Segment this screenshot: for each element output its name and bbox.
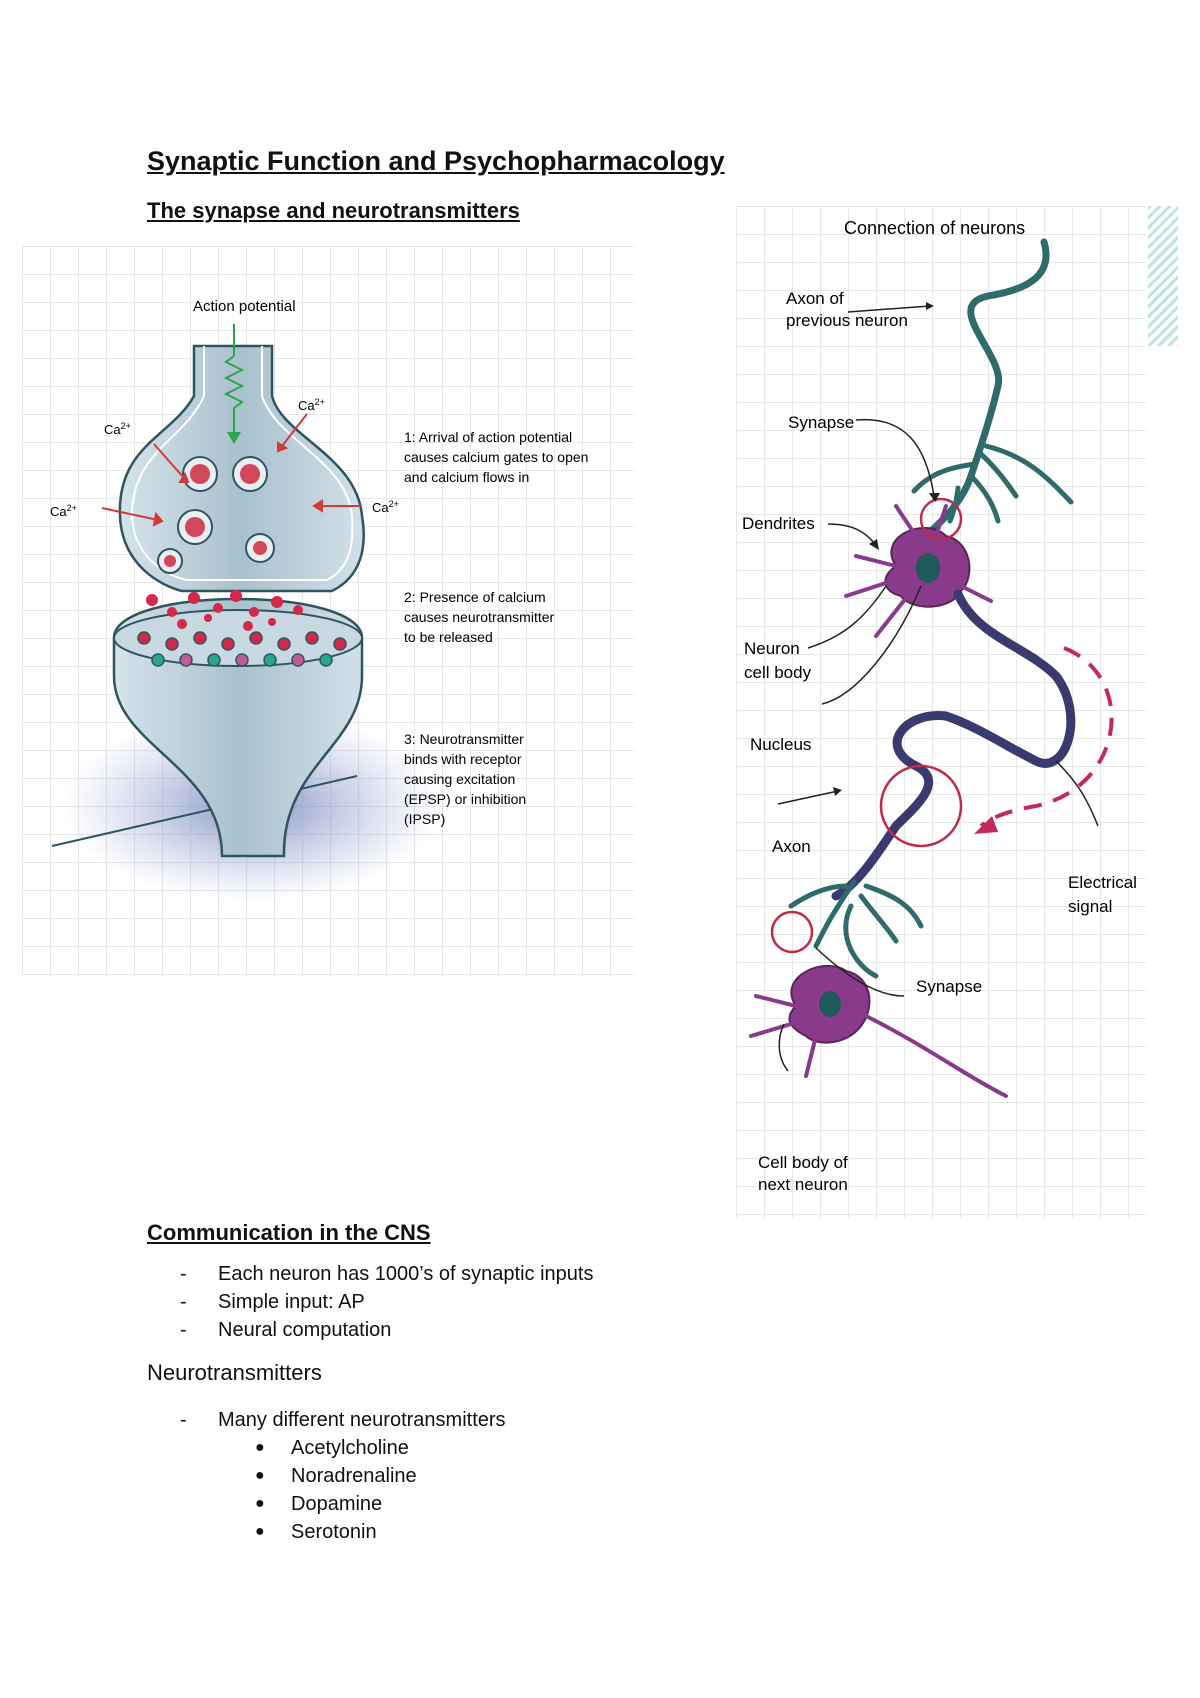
label-axon-previous: Axon of — [786, 289, 844, 308]
step-2-caption: 2: Presence of calcium causes neurotrans… — [404, 589, 555, 645]
section-heading-cns: Communication in the CNS — [147, 1220, 431, 1245]
list-item: ●Acetylcholine — [255, 1437, 409, 1459]
neurotransmitter-sublist: ●Acetylcholine ●Noradrenaline ●Dopamine … — [255, 1434, 417, 1546]
svg-text:causes calcium gates to open: causes calcium gates to open — [404, 449, 588, 465]
svg-text:(IPSP): (IPSP) — [404, 811, 445, 827]
synapse-circle-top — [919, 497, 963, 541]
action-potential-label: Action potential — [193, 298, 296, 315]
neurotransmitters — [146, 590, 303, 631]
svg-text:and calcium flows in: and calcium flows in — [404, 469, 529, 485]
svg-text:3: Neurotransmitter: 3: Neurotransmitter — [404, 731, 524, 747]
svg-text:causes neurotransmitter: causes neurotransmitter — [404, 609, 555, 625]
svg-text:Ca2+: Ca2+ — [298, 397, 325, 413]
lower-nucleus — [819, 991, 841, 1017]
list-item: ●Noradrenaline — [255, 1465, 417, 1487]
svg-text:(EPSP) or inhibition: (EPSP) or inhibition — [404, 791, 526, 807]
neuron-figure-title: Connection of neurons — [844, 218, 1025, 238]
list-item: -Neural computation — [180, 1319, 392, 1341]
section-heading-synapse: The synapse and neurotransmitters — [147, 198, 520, 223]
list-item: ●Serotonin — [255, 1521, 377, 1543]
label-electrical-signal: Electrical — [1068, 873, 1137, 892]
svg-text:1: Arrival of action potential: 1: Arrival of action potential — [404, 429, 572, 445]
synapse-circle-axon — [879, 764, 963, 848]
action-potential-signal — [223, 324, 245, 436]
label-synapse-bottom: Synapse — [916, 977, 982, 996]
label-nucleus: Nucleus — [750, 735, 811, 754]
previous-axon — [922, 238, 1050, 540]
upper-nucleus — [916, 553, 940, 583]
label-dendrites: Dendrites — [742, 514, 815, 533]
step-1-caption: 1: Arrival of action potential causes ca… — [404, 429, 588, 485]
receptors — [137, 631, 347, 667]
svg-text:Ca2+: Ca2+ — [104, 421, 131, 437]
page-title: Synaptic Function and Psychopharmacology — [147, 146, 725, 176]
label-neuron-cell-body: Neuron — [744, 639, 800, 658]
list-item: ●Dopamine — [255, 1493, 383, 1515]
svg-text:next neuron: next neuron — [758, 1175, 848, 1194]
label-next-cell-body: Cell body of — [758, 1153, 848, 1172]
label-synapse-top: Synapse — [788, 413, 854, 432]
svg-text:causing excitation: causing excitation — [404, 771, 515, 787]
svg-text:previous neuron: previous neuron — [786, 311, 908, 330]
section-heading-neurotransmitters: Neurotransmitters — [147, 1360, 322, 1385]
label-axon: Axon — [772, 837, 811, 856]
list-item: -Many different neurotransmitters — [180, 1409, 506, 1431]
neuron-connection-figure: Connection of neurons — [736, 206, 1146, 1218]
svg-text:cell body: cell body — [744, 663, 812, 682]
svg-text:signal: signal — [1068, 897, 1112, 916]
step-3-caption: 3: Neurotransmitter binds with receptor … — [404, 731, 526, 827]
cns-list: -Each neuron has 1000’s of synaptic inpu… — [180, 1260, 594, 1344]
neurotransmitter-list: -Many different neurotransmitters — [180, 1406, 506, 1434]
synaptic-vesicles — [157, 456, 275, 574]
list-item: -Simple input: AP — [180, 1291, 365, 1313]
svg-text:binds with receptor: binds with receptor — [404, 751, 522, 767]
main-axon — [831, 589, 1076, 901]
svg-text:to be released: to be released — [404, 629, 493, 645]
svg-text:Ca2+: Ca2+ — [372, 499, 399, 515]
electrical-signal-arrow — [979, 646, 1114, 828]
synapse-figure: Action potential Ca2+ Ca2+ Ca2+ Ca2+ 1: … — [22, 246, 634, 976]
synapse-circle-bottom — [770, 910, 814, 954]
calcium-labels: Ca2+ Ca2+ Ca2+ Ca2+ — [50, 397, 399, 519]
svg-text:2: Presence of calcium: 2: Presence of calcium — [404, 589, 546, 605]
page-edge-decoration — [1148, 206, 1178, 346]
list-item: -Each neuron has 1000’s of synaptic inpu… — [180, 1263, 594, 1285]
svg-text:Ca2+: Ca2+ — [50, 503, 77, 519]
